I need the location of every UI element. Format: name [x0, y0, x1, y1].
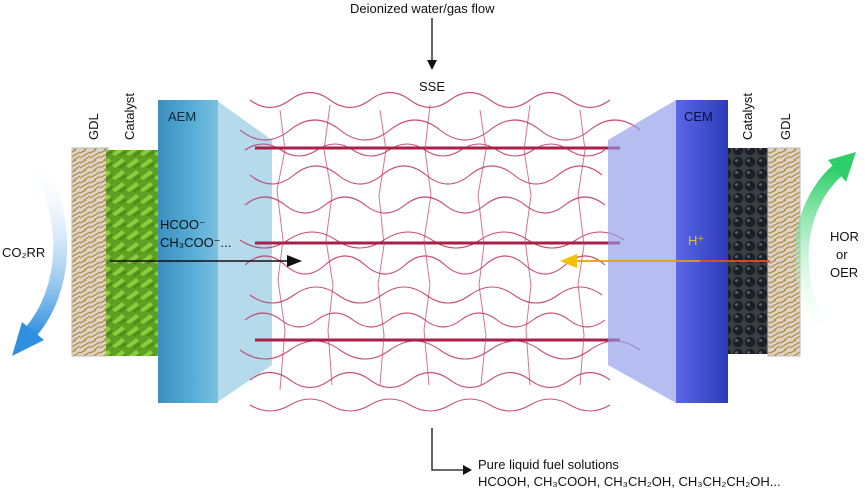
- aem-membrane: [158, 100, 218, 403]
- hor-label: HOR: [830, 229, 859, 244]
- anion-label-1: HCOO⁻: [160, 217, 206, 232]
- right-gdl-layer: [767, 147, 801, 357]
- right-catalyst-layer: [728, 148, 772, 354]
- left-gdl-layer: [71, 147, 109, 357]
- left-catalyst-layer: [106, 150, 160, 356]
- co2rr-label: CO₂RR: [2, 245, 46, 260]
- co2rr-curved-arrow: [22, 155, 68, 340]
- proton-transport-arrowhead: [560, 254, 577, 268]
- polymer-network: [239, 91, 641, 412]
- aem-membrane-side: [216, 100, 272, 403]
- aem-label: AEM: [168, 109, 197, 124]
- output-title: Pure liquid fuel solutions: [478, 457, 619, 472]
- outflow-arrow-line: [431, 428, 465, 471]
- hor-oer-curved-arrow: [794, 164, 843, 345]
- sse-label: SSE: [419, 79, 446, 94]
- anion-label-2: CH₃COO⁻...: [160, 235, 232, 250]
- oer-label: OER: [830, 265, 859, 280]
- cem-membrane: [676, 100, 728, 403]
- co2rr-arrowhead: [12, 322, 44, 356]
- right-catalyst-label: Catalyst: [740, 93, 755, 140]
- outflow-arrowhead: [463, 465, 472, 475]
- left-catalyst-label: Catalyst: [122, 93, 137, 140]
- hor-oer-arrowhead: [828, 152, 856, 182]
- inflow-arrowhead: [427, 60, 437, 70]
- polymer-strands: [276, 104, 586, 391]
- polymer-backbones: [255, 146, 620, 342]
- cem-membrane-side: [608, 100, 676, 403]
- output-products: HCOOH, CH₃COOH, CH₃CH₂OH, CH₃CH₂CH₂OH...: [478, 474, 781, 489]
- inflow-label: Deionized water/gas flow: [350, 1, 495, 16]
- right-gdl-label: GDL: [778, 113, 793, 140]
- or-label: or: [836, 247, 848, 262]
- cem-label: CEM: [684, 109, 713, 124]
- proton-label: H⁺: [688, 233, 705, 248]
- left-gdl-label: GDL: [86, 113, 101, 140]
- anion-transport-arrowhead: [287, 255, 302, 267]
